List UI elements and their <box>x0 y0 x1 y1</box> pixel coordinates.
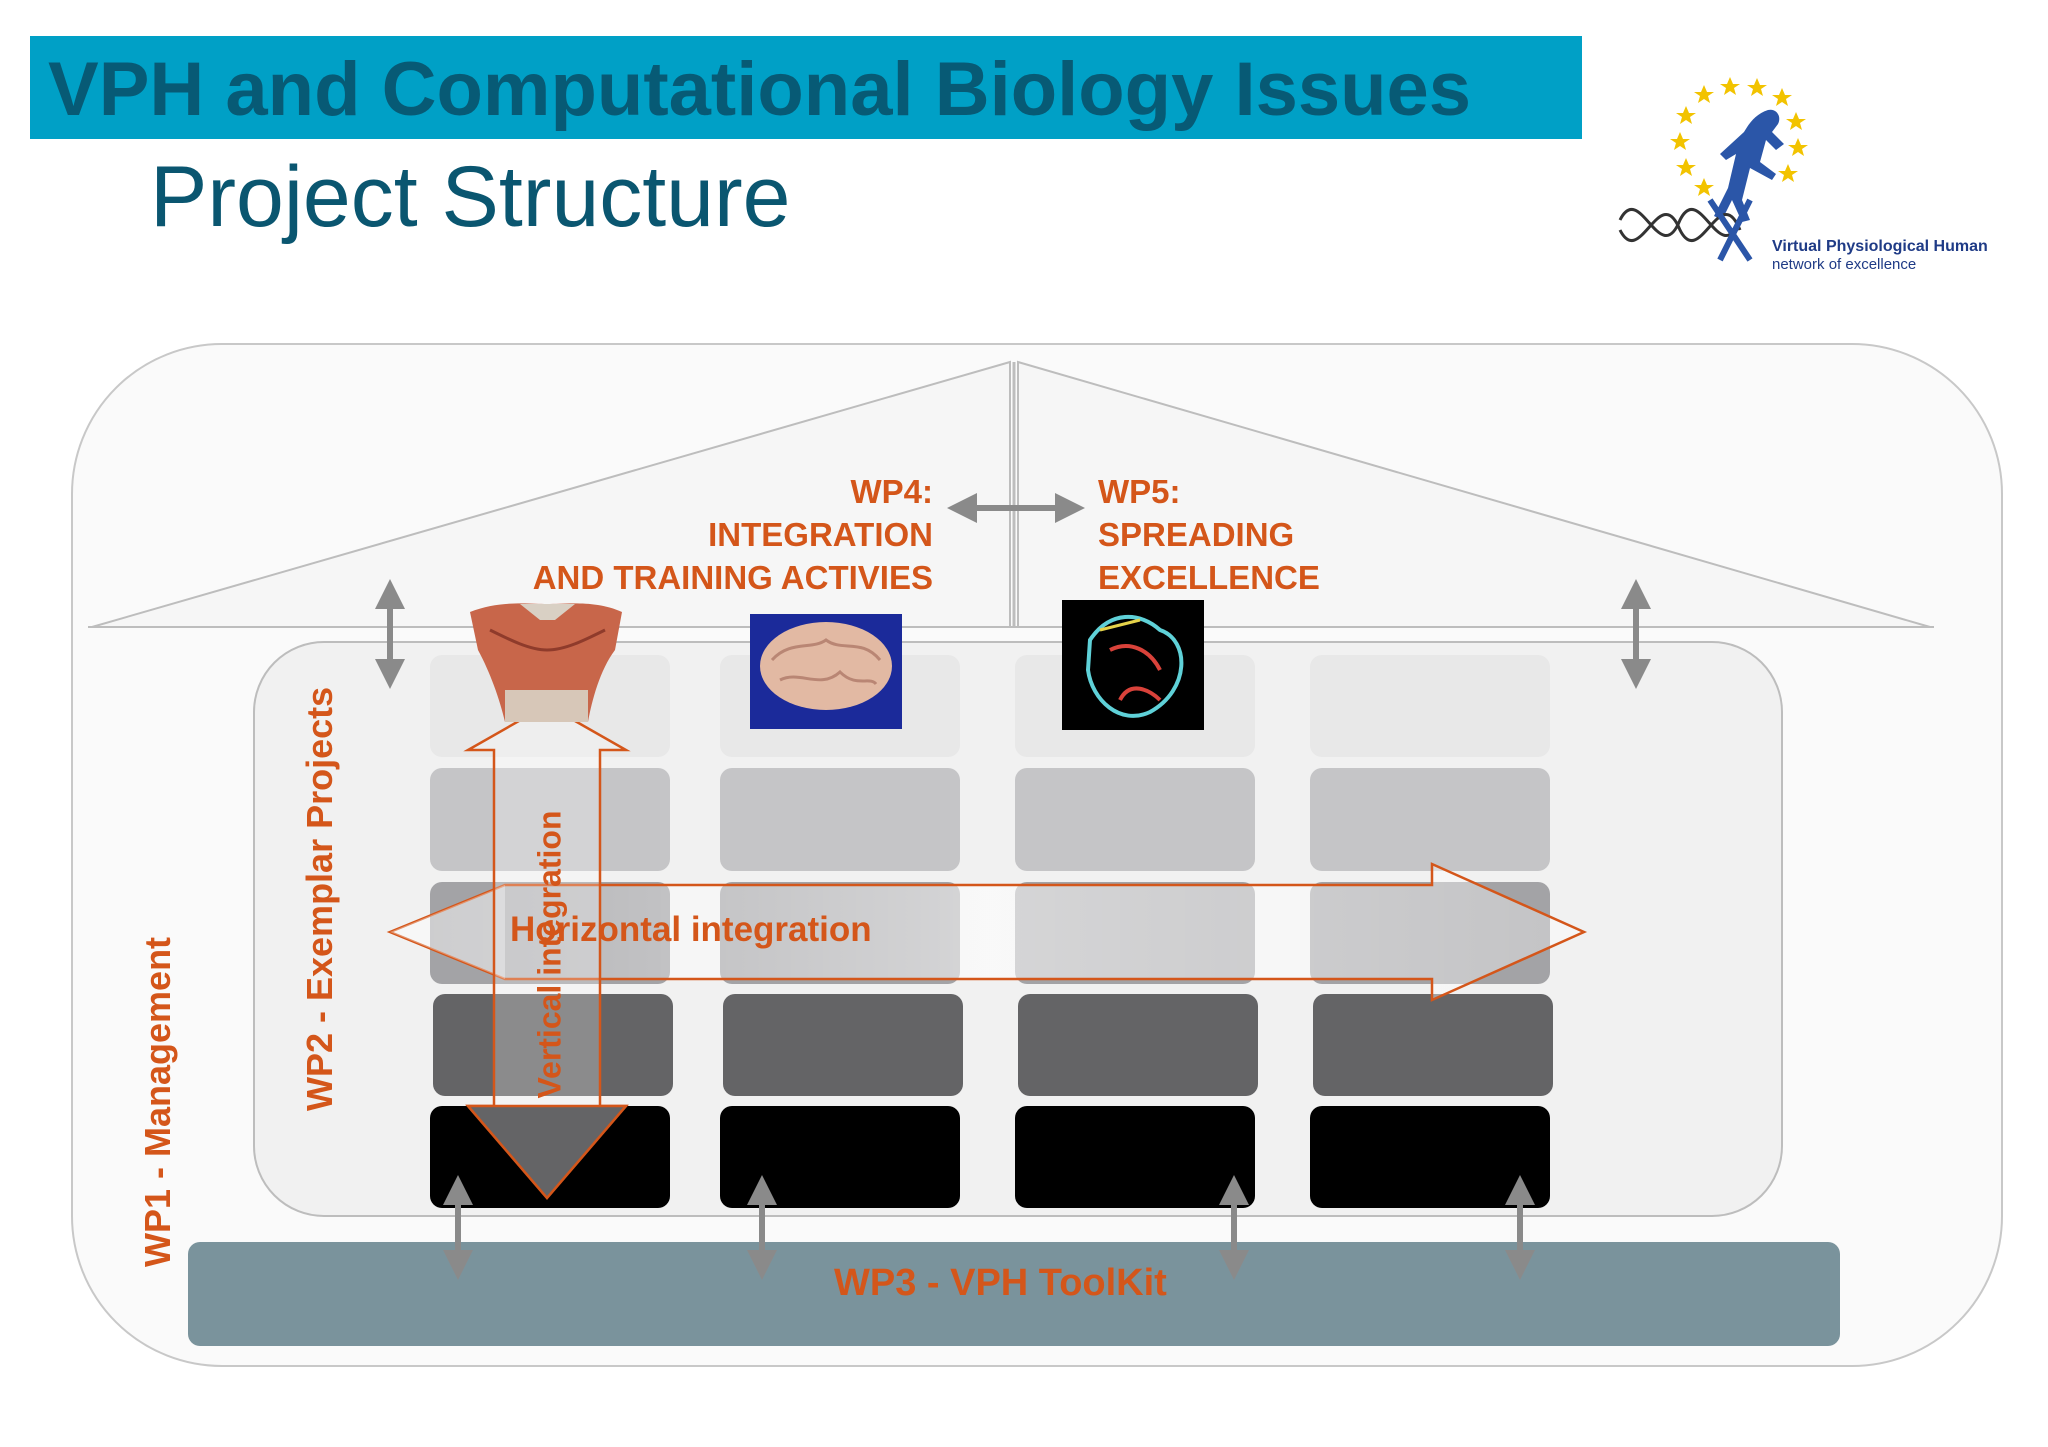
wp3-label: WP3 - VPH ToolKit <box>834 1262 1167 1304</box>
block-row-4 <box>433 994 1553 1096</box>
wp5-line-3: EXCELLENCE <box>1098 559 1320 596</box>
wp2-label: WP2 - Exemplar Projects <box>299 686 340 1111</box>
wp5-line-2: SPREADING <box>1098 516 1295 553</box>
vertical-integration-label: Vertical integration <box>531 810 568 1099</box>
muscle-torso-image <box>470 603 622 722</box>
wp3-toolkit-bar <box>188 1242 1840 1346</box>
horizontal-integration-label: Horizontal integration <box>510 910 872 949</box>
brain-image <box>750 614 902 729</box>
vph-logo <box>1618 77 1808 262</box>
wp1-label: WP1 - Management <box>137 936 178 1267</box>
runner-icon <box>1714 109 1784 222</box>
title-bar <box>30 36 1582 139</box>
heart-image <box>1062 600 1204 730</box>
wp5-label: WP5: SPREADING EXCELLENCE <box>1098 470 1320 599</box>
wp4-line-1: WP4: <box>850 473 934 510</box>
wp5-line-1: WP5: <box>1098 473 1181 510</box>
wp4-line-3: AND TRAINING ACTIVIES <box>532 559 933 596</box>
horizontal-integration-arrow <box>386 862 1588 1002</box>
wp4-label: WP4: INTEGRATION AND TRAINING ACTIVIES <box>533 470 933 599</box>
wp4-line-2: INTEGRATION <box>708 516 933 553</box>
logo-tagline: network of excellence <box>1772 256 1917 273</box>
star-ring-icon <box>1670 77 1808 196</box>
slide-title: VPH and Computational Biology Issues <box>48 47 1472 132</box>
slide-subtitle: Project Structure <box>150 149 791 245</box>
logo-name: Virtual Physiological Human <box>1772 238 1988 255</box>
block-row-2 <box>430 768 1550 871</box>
